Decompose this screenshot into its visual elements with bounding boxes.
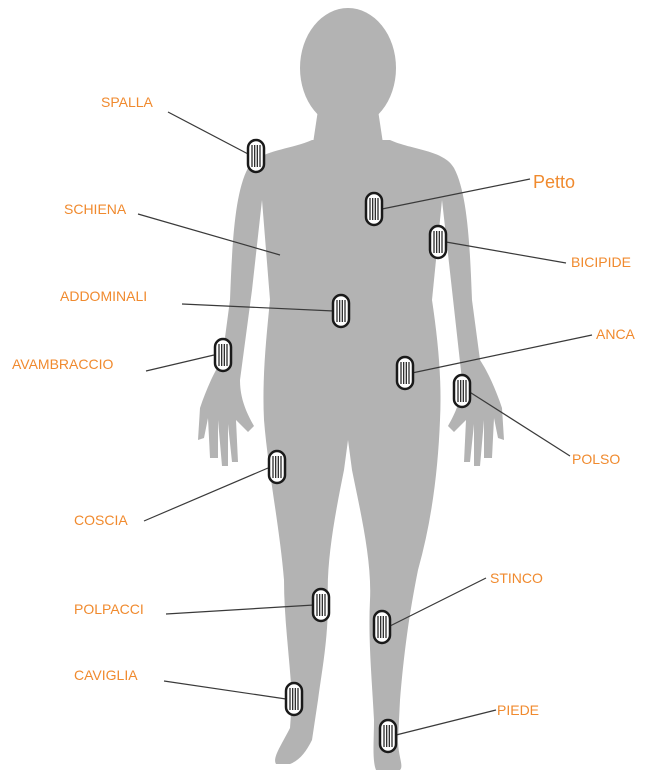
sensor-pad-stinco xyxy=(374,611,390,643)
sensor-pad-avambraccio xyxy=(215,339,231,371)
sensor-pad-polso xyxy=(454,375,470,407)
leader-line-piede xyxy=(392,710,496,736)
label-polpacci: POLPACCI xyxy=(74,602,144,616)
label-schiena: SCHIENA xyxy=(64,202,126,216)
label-polso: POLSO xyxy=(572,452,620,466)
leader-line-avambraccio xyxy=(146,355,214,371)
label-caviglia: CAVIGLIA xyxy=(74,668,138,682)
leader-line-spalla xyxy=(168,112,250,155)
sensor-pad-piede xyxy=(380,720,396,752)
leader-line-coscia xyxy=(144,468,268,521)
sensor-pad-spalla xyxy=(248,140,264,172)
label-bicipide: BICIPIDE xyxy=(571,255,631,269)
sensor-pad-addominali xyxy=(333,295,349,327)
label-addominali: ADDOMINALI xyxy=(60,289,147,303)
sensor-pad-petto xyxy=(366,193,382,225)
label-spalla: SPALLA xyxy=(101,95,153,109)
sensor-pad-polpacci xyxy=(313,589,329,621)
leader-line-anca xyxy=(412,335,592,373)
leader-line-caviglia xyxy=(164,681,286,699)
label-avambraccio: AVAMBRACCIO xyxy=(12,357,113,371)
sensor-pad-anca xyxy=(397,357,413,389)
sensor-pad-bicipide xyxy=(430,226,446,258)
sensor-pad-caviglia xyxy=(286,683,302,715)
label-piede: PIEDE xyxy=(497,703,539,717)
label-anca: ANCA xyxy=(596,327,635,341)
label-stinco: STINCO xyxy=(490,571,543,585)
sensor-pad-coscia xyxy=(269,451,285,483)
label-coscia: COSCIA xyxy=(74,513,128,527)
label-petto: Petto xyxy=(533,173,575,191)
